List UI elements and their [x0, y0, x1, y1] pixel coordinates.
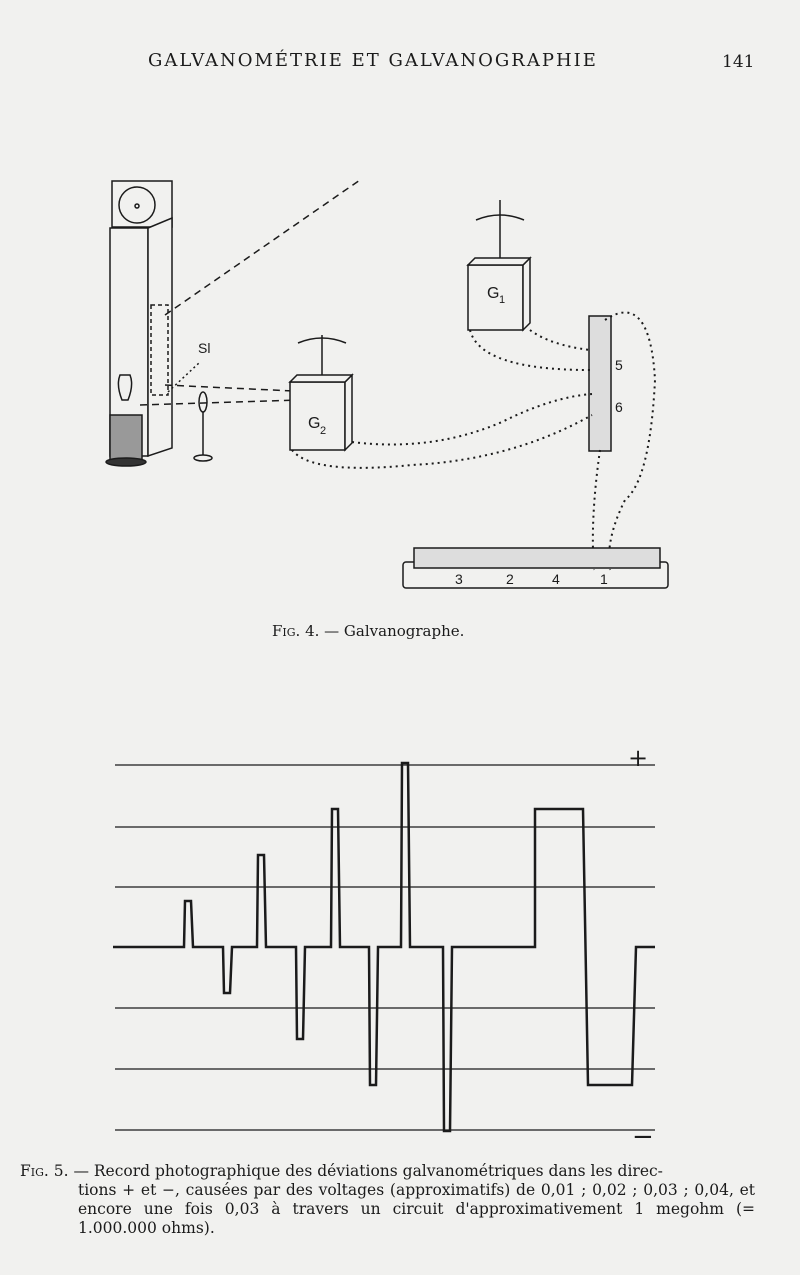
terminal-6-label: 6 — [615, 399, 623, 415]
terminal-5-label: 5 — [615, 357, 623, 373]
caption-label: Fig. 5. — [20, 1162, 69, 1180]
g1-subscript: 1 — [499, 294, 505, 306]
running-title: GALVANOMÉTRIE ET GALVANOGRAPHIE — [148, 50, 598, 71]
minus-sign: − — [632, 1122, 654, 1152]
light-beam-lines — [139, 179, 361, 406]
page-number: 141 — [722, 52, 755, 72]
switch-board: 3 2 4 1 — [402, 547, 669, 589]
switch-1-label: 1 — [600, 571, 608, 587]
lamp-icon — [105, 374, 147, 467]
slit-label: Sl — [198, 340, 210, 356]
caption-label: Fig. 4. — [272, 622, 320, 640]
g1-label: G — [487, 285, 499, 302]
caption-text: — Galvanographe. — [319, 622, 465, 640]
switch-2-label: 2 — [506, 571, 514, 587]
caption-text: — Record photographique des déviations g… — [68, 1162, 663, 1180]
switch-4-label: 4 — [552, 571, 560, 587]
switch-3-label: 3 — [455, 571, 463, 587]
figure-5-record: + − — [113, 744, 655, 1152]
g2-label: G — [308, 415, 320, 432]
figure-4-caption: Fig. 4. — Galvanographe. — [272, 622, 464, 640]
lens-stand — [193, 391, 213, 462]
deflection-trace — [113, 761, 655, 1133]
figure-5-caption: Fig. 5. — Record photographique des dévi… — [20, 1162, 755, 1238]
g2-subscript: 2 — [320, 425, 326, 437]
galvanometer-g2: G 2 — [288, 335, 354, 452]
terminal-block — [588, 315, 612, 452]
galvanometer-g1: G 1 — [466, 200, 532, 332]
plus-sign: + — [628, 744, 648, 772]
caption-text-continued: tions + et −, causées par des voltages (… — [78, 1181, 755, 1237]
